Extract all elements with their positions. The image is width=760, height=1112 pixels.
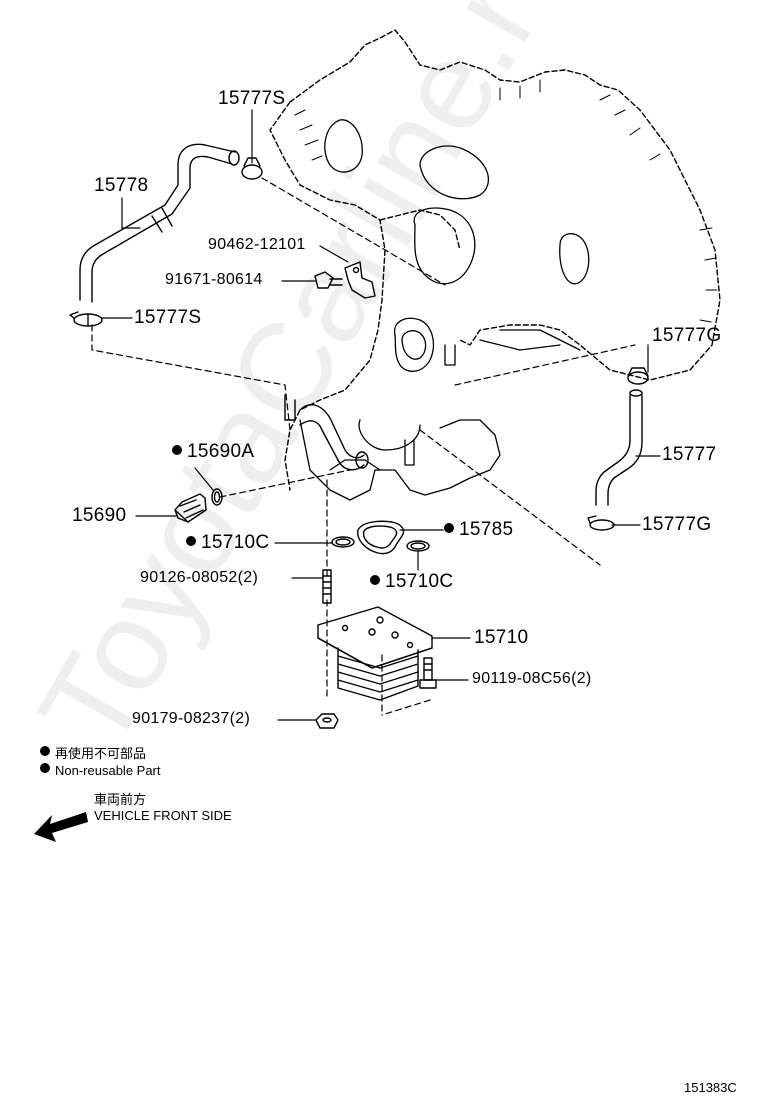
label-15785-text: 15785 bbox=[459, 519, 514, 540]
hose-15777 bbox=[595, 389, 643, 506]
label-15690a: 15690A bbox=[172, 441, 254, 463]
legend-jp-text: 再使用不可部品 bbox=[55, 746, 147, 761]
label-15777s-top: 15777S bbox=[218, 88, 286, 109]
direction-jp: 車両前方 bbox=[94, 792, 147, 807]
timing-cover-outline bbox=[269, 29, 721, 491]
plug-15690 bbox=[174, 493, 207, 523]
label-90126: 90126-08052(2) bbox=[140, 569, 259, 586]
stud-90126 bbox=[322, 569, 332, 604]
gasket-15690a bbox=[211, 488, 223, 506]
bolt-90119 bbox=[419, 657, 437, 689]
oil-cooler-15710 bbox=[317, 606, 433, 701]
label-15710c-right: 15710C bbox=[370, 571, 453, 593]
clip-15777g-bottom bbox=[587, 515, 615, 531]
gasket-15785 bbox=[357, 520, 405, 555]
o-ring-15710c-right bbox=[406, 540, 430, 552]
label-15690a-text: 15690A bbox=[187, 441, 255, 462]
label-91671: 91671-80614 bbox=[165, 271, 263, 288]
clip-15777s-mid bbox=[69, 311, 103, 327]
label-15778: 15778 bbox=[94, 175, 149, 196]
legend-en-text: Non-reusable Part bbox=[55, 763, 161, 778]
nut-90179 bbox=[315, 713, 339, 729]
label-15710: 15710 bbox=[474, 627, 529, 648]
bracket-90462 bbox=[344, 261, 376, 299]
legend-dot bbox=[40, 763, 50, 773]
label-leaders bbox=[101, 109, 661, 721]
label-90462: 90462-12101 bbox=[208, 236, 306, 253]
label-15777g-bottom: 15777G bbox=[642, 514, 712, 535]
non-reusable-dot bbox=[444, 523, 454, 533]
legend-en: Non-reusable Part bbox=[40, 763, 161, 778]
label-15710c-right-text: 15710C bbox=[385, 571, 454, 592]
direction-en: VEHICLE FRONT SIDE bbox=[94, 808, 232, 823]
label-15710c-left-text: 15710C bbox=[201, 532, 270, 553]
label-15777g-top: 15777G bbox=[652, 325, 722, 346]
non-reusable-dot bbox=[186, 536, 196, 546]
cover-ribs bbox=[294, 79, 718, 323]
legend-dot bbox=[40, 746, 50, 756]
legend-jp: 再使用不可部品 bbox=[40, 743, 146, 762]
label-15777: 15777 bbox=[662, 444, 717, 465]
label-90179: 90179-08237(2) bbox=[132, 710, 251, 727]
bolt-91671 bbox=[314, 271, 343, 289]
label-15710c-left: 15710C bbox=[186, 532, 269, 554]
clip-15777g-top bbox=[627, 367, 649, 385]
timing-cover-details bbox=[299, 119, 590, 501]
label-15777s-mid: 15777S bbox=[134, 307, 202, 328]
o-ring-15710c-left bbox=[331, 536, 355, 548]
non-reusable-dot bbox=[172, 445, 182, 455]
label-90119: 90119-08C56(2) bbox=[472, 670, 592, 687]
hose-15778 bbox=[79, 143, 240, 303]
cooler-pipe bbox=[284, 394, 369, 471]
label-15690: 15690 bbox=[72, 505, 127, 526]
label-15785: 15785 bbox=[444, 519, 513, 541]
front-arrow bbox=[34, 812, 88, 842]
diagram-code: 151383C bbox=[684, 1080, 737, 1095]
non-reusable-dot bbox=[370, 575, 380, 585]
